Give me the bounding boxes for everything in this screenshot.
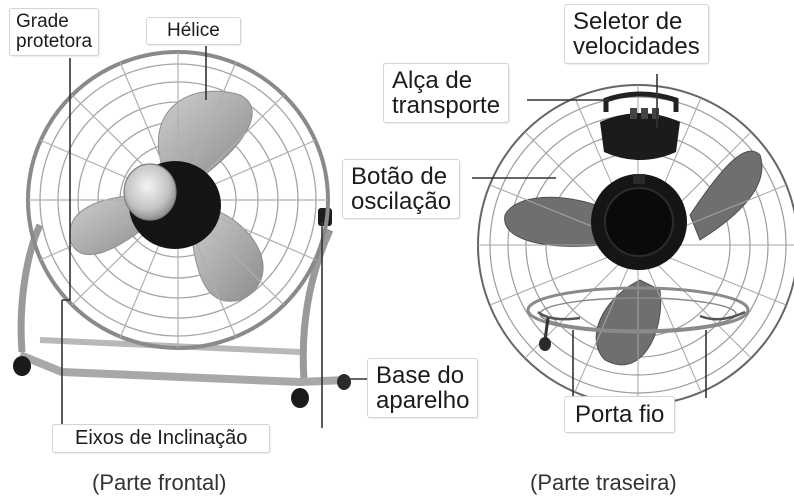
label-alca-transporte: Alça de transporte bbox=[383, 63, 510, 124]
back-fan-cord-holders bbox=[537, 310, 746, 321]
label-botao-oscilacao-line1: Botão de bbox=[351, 163, 448, 190]
label-botao-oscilacao: Botão de oscilação bbox=[342, 159, 461, 220]
label-seletor-velocidades-line1: Seletor de bbox=[573, 8, 683, 35]
label-porta-fio: Porta fio bbox=[564, 396, 676, 434]
label-porta-fio-text: Porta fio bbox=[575, 401, 665, 428]
label-base-aparelho-line2: aparelho bbox=[376, 387, 470, 415]
label-alca-transporte-line2: transporte bbox=[392, 92, 501, 120]
label-botao-oscilacao-line2: oscilação bbox=[351, 188, 452, 216]
label-seletor-velocidades: Seletor de velocidades bbox=[564, 4, 709, 65]
front-fan-base bbox=[13, 208, 351, 408]
front-fan-hub bbox=[123, 161, 221, 249]
back-fan-blades bbox=[504, 150, 763, 366]
label-seletor-velocidades-line2: velocidades bbox=[573, 33, 700, 61]
caption-back: (Parte traseira) bbox=[530, 470, 677, 495]
label-grade-protetora-line1: Grade bbox=[16, 11, 69, 32]
label-helice-text: Hélice bbox=[167, 20, 220, 41]
label-grade-protetora: Grade protetora bbox=[9, 8, 100, 56]
label-eixos-inclinacao: Eixos de Inclinação bbox=[52, 424, 271, 453]
label-helice: Hélice bbox=[146, 17, 241, 45]
label-base-aparelho-line1: Base do bbox=[376, 362, 465, 389]
back-fan-motor bbox=[591, 174, 687, 270]
caption-front: (Parte frontal) bbox=[92, 470, 227, 495]
label-eixos-inclinacao-text: Eixos de Inclinação bbox=[75, 427, 248, 449]
label-grade-protetora-line2: protetora bbox=[16, 30, 93, 52]
back-fan-speed-selector bbox=[600, 108, 680, 160]
label-alca-transporte-line1: Alça de bbox=[392, 67, 473, 94]
label-base-aparelho: Base do aparelho bbox=[367, 358, 479, 419]
back-fan-cord bbox=[543, 317, 550, 341]
